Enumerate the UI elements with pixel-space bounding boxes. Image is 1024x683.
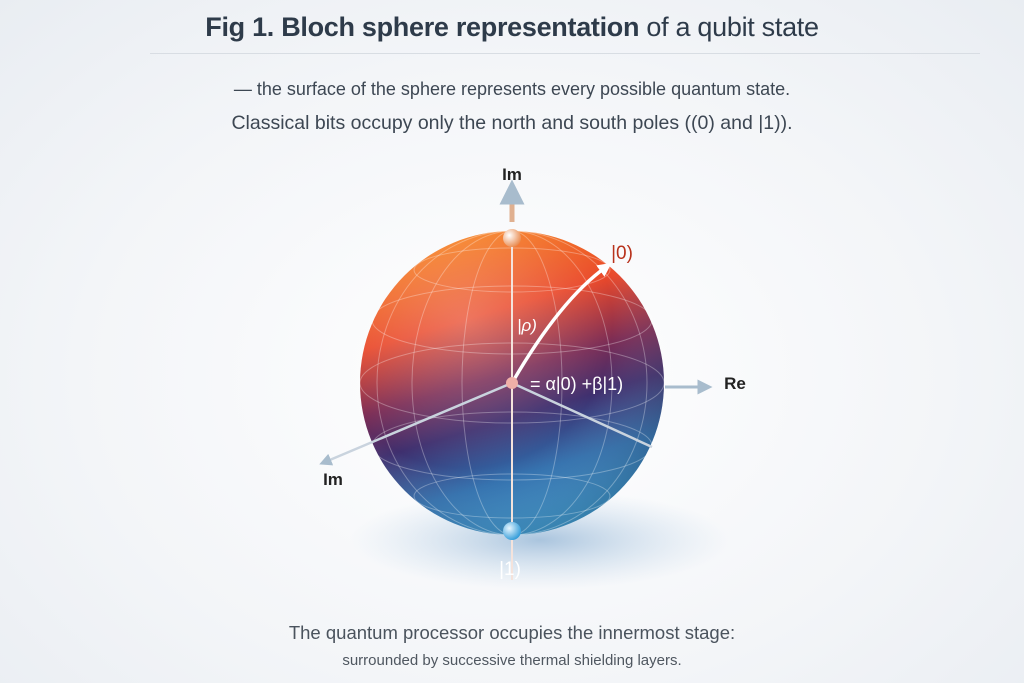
north-pole-label: |0) xyxy=(611,243,633,264)
axis-left-label: Im xyxy=(323,470,343,489)
right-diagonal-axis xyxy=(511,381,653,449)
caption-line-1: The quantum processor occupies the inner… xyxy=(288,622,736,643)
title-bold: Fig 1. Bloch sphere representation xyxy=(205,12,640,42)
state-vector-arrow xyxy=(510,262,612,384)
divider xyxy=(150,53,980,54)
title-rest: of a qubit state xyxy=(639,12,819,42)
south-pole-point xyxy=(503,522,521,540)
state-label: |ρ) xyxy=(517,316,537,335)
subtitle-line-1: — the surface of the sphere represents e… xyxy=(233,79,791,99)
axis-top-label: Im xyxy=(502,165,522,184)
subtitle-line-2: Classical bits occupy only the north and… xyxy=(231,112,793,134)
caption-line-2: surrounded by successive thermal shieldi… xyxy=(342,652,682,669)
south-pole-label: |1) xyxy=(499,559,521,580)
axis-right-label: Re xyxy=(724,374,746,393)
center-point xyxy=(506,377,518,389)
state-equation: = α|0) +β|1) xyxy=(530,374,623,394)
left-im-axis xyxy=(319,381,513,466)
figure-title: Fig 1. Bloch sphere representation of a … xyxy=(0,12,1024,43)
north-pole-point xyxy=(503,229,521,247)
